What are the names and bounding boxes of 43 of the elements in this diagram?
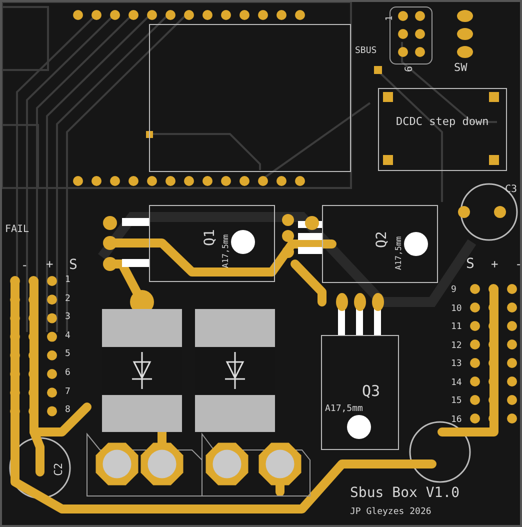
part-designator: Q3 (362, 384, 380, 399)
silkscreen-label: 2 (65, 294, 70, 304)
part-designator: Q1 (203, 229, 217, 246)
silkscreen-label: + (491, 258, 498, 270)
part-value: A17,5mm (222, 234, 230, 268)
silkscreen-label: 15 (451, 397, 462, 406)
silkscreen-label: 12 (451, 342, 462, 350)
transistor-outline (149, 205, 275, 282)
silkscreen-label: 3 (65, 313, 70, 322)
silkscreen-label: 6 (405, 66, 415, 72)
module-outline (149, 24, 351, 172)
silkscreen-label: 7 (65, 388, 70, 397)
silkscreen-label: JP Gleyzes 2026 (350, 508, 432, 517)
silkscreen-label: - (515, 258, 520, 270)
transistor-outline (322, 205, 438, 283)
module-label: DCDC step down (396, 115, 490, 130)
transistor-outline (321, 335, 399, 450)
silkscreen-label: 4 (65, 332, 70, 341)
silkscreen-label: 5 (65, 350, 70, 360)
silkscreen-label: 6 (65, 369, 70, 378)
silkscreen-label: 14 (451, 378, 462, 388)
silkscreen-label: + (46, 258, 54, 270)
silkscreen-label: SW (454, 62, 468, 73)
silkscreen-label: SBUS (355, 47, 377, 56)
silkscreen-label: 9 (451, 286, 456, 295)
part-value: A17,5mm (325, 405, 363, 414)
silkscreen-label: - (21, 259, 28, 271)
silkscreen-label: FAIL (5, 225, 30, 235)
silkscreen-label: 10 (451, 304, 462, 314)
silkscreen-label: 1 (65, 276, 70, 285)
silkscreen-label: 16 (451, 416, 462, 424)
module-outline (378, 88, 507, 171)
silkscreen-label: C2 (53, 462, 64, 476)
silkscreen-label: S (466, 257, 474, 271)
silkscreen-label: 1 (386, 16, 395, 21)
silkscreen-label: C3 (505, 185, 518, 195)
silkscreen-label: 11 (451, 323, 462, 332)
silkscreen-label: S (69, 258, 78, 272)
silkscreen-label: 8 (65, 406, 70, 416)
silkscreen-label: Sbus Box V1.0 (350, 486, 460, 500)
part-value: A17,5mm (395, 236, 403, 270)
silkscreen-label: 13 (451, 360, 462, 369)
part-designator: Q2 (375, 231, 389, 248)
